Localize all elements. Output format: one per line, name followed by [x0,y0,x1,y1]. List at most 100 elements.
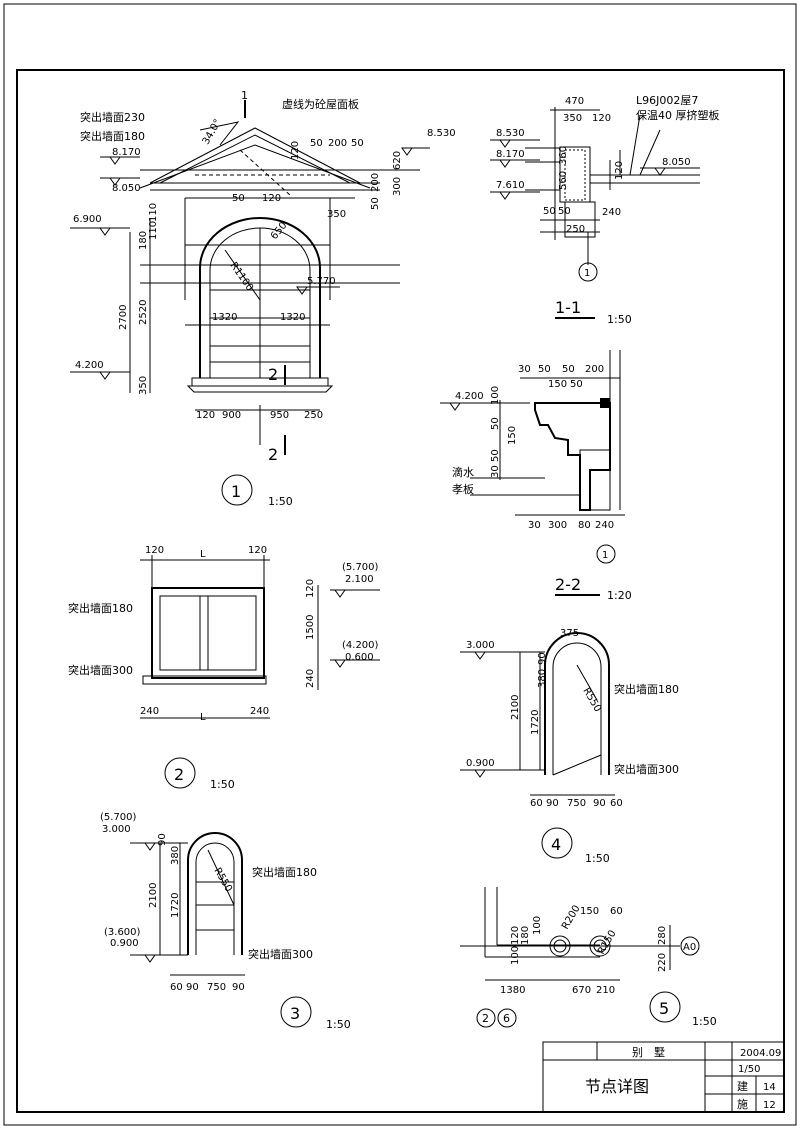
tb-scale: 1/50 [738,1064,760,1075]
d4-dim-1: 90 [537,652,548,665]
d4-dim-2: 380 [537,669,548,688]
d1-dim-15: 2520 [138,300,149,325]
s22-ref-circle [596,544,616,564]
d2-dim-4: L [200,712,206,723]
d5-dim-1: 120 [510,926,521,945]
d3-dim-0: 90 [157,833,168,846]
tb-project: 别 墅 [632,1046,665,1059]
s11-dim-8: 250 [566,224,585,235]
d4-level-1: 0.900 [466,758,495,769]
d1-dim-5: 300 [392,177,403,196]
d1-dim-19: 950 [270,410,289,421]
s22-level: 4.200 [455,391,484,402]
d2-dim-2: 120 [248,545,267,556]
d1-level-5: 4.200 [75,360,104,371]
d1-section-bottom: 2 [268,445,278,464]
s11-dim-5: 50 [543,206,556,217]
d4-number-circle [541,827,573,859]
d3-dim-8: R550 [211,866,234,894]
d1-dim-13: 180 [138,231,149,250]
s11-title: 1-1 [555,298,581,317]
d2-dim-6: 120 [305,579,316,598]
d3-dim-6: 750 [207,982,226,993]
d1-dim-17: 120 [196,410,215,421]
d5-dim-9: 220 [657,953,668,972]
d3-number: 3 [290,1004,300,1023]
d2-level-bottom-0: (4.200) [342,640,379,651]
s22-side-4: 30 [490,465,501,478]
d2-scale: 1:50 [210,778,235,791]
d5-dim-12: 210 [596,985,615,996]
d5-dim-5: 60 [610,906,623,917]
s11-dim-7: 240 [602,207,621,218]
d2-level-bottom-1: 0.600 [345,652,374,663]
s22-title: 2-2 [555,575,581,594]
d3-number-circle [280,996,312,1028]
d1-dim-4: 120 [262,193,281,204]
s11-dim-1: 350 [563,113,582,124]
s11-note-1: 保温40 厚挤塑板 [636,108,720,122]
s22-top-2: 50 [562,364,575,375]
tb-drawing-title: 节点详图 [585,1077,649,1096]
section-1-1 [490,107,700,319]
d1-dim-11: 110 [148,203,159,222]
d1-level-0: 8.530 [427,128,456,139]
d1-dim-8: 350 [327,209,346,220]
d1-angle: 34.0° [201,118,224,147]
s22-side-1: 50 [490,417,501,430]
s22-top-5: 50 [570,379,583,390]
detail-4-elevation [460,632,615,796]
tb-discipline: 建 [737,1079,748,1093]
d3-dim-1: 380 [170,846,181,865]
tb-total-label: 施 [737,1098,748,1111]
d1-dim-18: 900 [222,410,241,421]
s22-side-3: 50 [490,449,501,462]
s11-level-2: 7.610 [496,180,525,191]
d1-dim-12: 110 [148,221,159,240]
d3-dim-2: 2100 [148,883,159,908]
d3-dim-4: 60 [170,982,183,993]
tb-total: 12 [763,1100,776,1111]
d5-dim-10: 1380 [500,985,525,996]
s22-note-0: 滴水 [452,465,474,479]
d1-dim-9: 50 [232,193,245,204]
d1-dim-6: 50 [370,197,381,210]
s11-note-0: L96J002屋7 [636,94,698,107]
d5-scale: 1:50 [692,1015,717,1028]
d4-note-0: 突出墙面180 [614,682,679,696]
detail-3-elevation [130,832,245,976]
d3-dim-3: 1720 [170,893,181,918]
s11-dim-3: 360 [558,146,569,165]
d5-axis-right: 6 [503,1012,510,1025]
d4-dim-3: 2100 [510,695,521,720]
s22-ref: 1 [602,550,608,561]
d5-number: 5 [659,999,669,1018]
d4-dim-10: R550 [580,686,603,714]
d3-level-top-1: 3.000 [102,824,131,835]
d1-dim-0: 50 [310,138,323,149]
s22-note-1: 孝板 [452,482,474,496]
d2-dim-3: 240 [140,706,159,717]
s22-bottom-1: 300 [548,520,567,531]
s22-side-2: 150 [507,426,518,445]
d4-note-1: 突出墙面300 [614,762,679,776]
d1-dim-7: 200 [370,173,381,192]
s11-ref-circle [578,262,598,282]
d2-level-top-1: 2.100 [345,574,374,585]
d2-dim-5: 240 [250,706,269,717]
s11-level-3: 8.050 [662,157,691,168]
s22-top-0: 30 [518,364,531,375]
d4-level-0: 3.000 [466,640,495,651]
s11-dim-6: 50 [558,206,571,217]
d5-dim-11: 670 [572,985,591,996]
d5-dim-0: 100 [510,946,521,965]
d1-dim-16: 350 [138,376,149,395]
s22-scale: 1:20 [607,589,632,602]
d1-dim-3: 620 [392,151,403,170]
d5-axis-left-circle [476,1008,496,1028]
d1-number: 1 [231,482,241,501]
title-block [542,1041,785,1113]
s11-dim-4: 560 [558,171,569,190]
d3-note-0: 突出墙面180 [252,865,317,879]
